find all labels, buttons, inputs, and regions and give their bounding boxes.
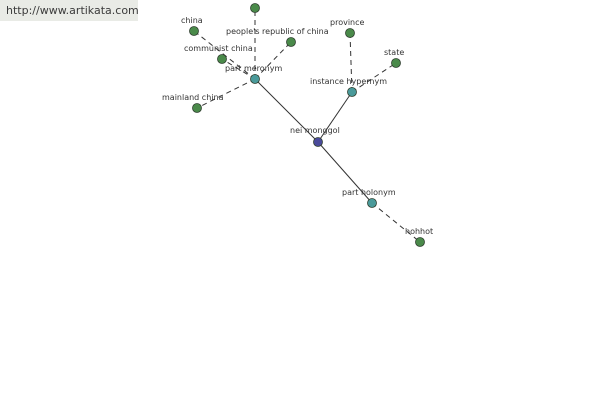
graph-edges: [193, 8, 421, 243]
edge-instance-hypernym-to-province: [349, 32, 353, 93]
node-part-meronym[interactable]: [250, 74, 260, 84]
node-top-unlabeled[interactable]: [250, 3, 260, 13]
node-label-part-meronym[interactable]: part meronym: [225, 64, 282, 73]
node-label-instance-hypernym[interactable]: instance hypernym: [310, 77, 387, 86]
node-label-china[interactable]: china: [181, 16, 203, 25]
edge-nei-monggol-to-part-holonym: [317, 141, 373, 204]
node-label-hohhot[interactable]: hohhot: [405, 227, 433, 236]
edge-part-meronym-to-communist-china: [221, 58, 256, 80]
node-mainland-china[interactable]: [192, 103, 202, 113]
node-label-peoples-republic[interactable]: people's republic of china: [226, 27, 329, 36]
graph-nodes: [189, 3, 425, 247]
site-url[interactable]: http://www.artikata.com: [0, 0, 139, 21]
node-peoples-republic[interactable]: [286, 37, 296, 47]
node-label-communist-china[interactable]: communist china: [184, 44, 253, 53]
node-label-province[interactable]: province: [330, 18, 365, 27]
node-label-part-holonym[interactable]: part holonym: [342, 188, 396, 197]
node-nei-monggol[interactable]: [313, 137, 323, 147]
edge-part-meronym-to-mainland-china: [196, 78, 256, 109]
node-label-state[interactable]: state: [384, 48, 404, 57]
node-hohhot[interactable]: [415, 237, 425, 247]
node-label-mainland-china[interactable]: mainland china: [162, 93, 224, 102]
node-communist-china[interactable]: [217, 54, 227, 64]
node-part-holonym[interactable]: [367, 198, 377, 208]
graph-labels: nei monggol part meronym instance hypernym…: [162, 16, 433, 236]
edge-part-meronym-to-peoples-republic: [254, 41, 292, 80]
node-state[interactable]: [391, 58, 401, 68]
node-china[interactable]: [189, 26, 199, 36]
node-instance-hypernym[interactable]: [347, 87, 357, 97]
edge-nei-monggol-to-instance-hypernym: [317, 91, 353, 143]
edge-nei-monggol-to-part-meronym: [254, 78, 319, 143]
node-label-nei-monggol[interactable]: nei monggol: [290, 126, 340, 135]
edge-part-holonym-to-hohhot: [371, 202, 421, 243]
node-province[interactable]: [345, 28, 355, 38]
